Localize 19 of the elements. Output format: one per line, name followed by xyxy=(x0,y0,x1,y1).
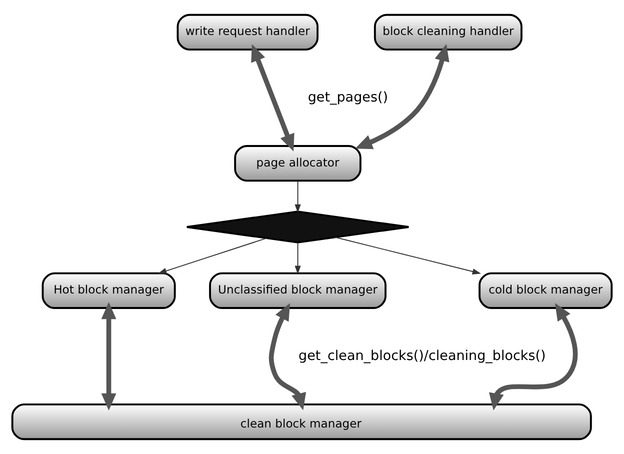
arrow xyxy=(158,238,268,274)
node-box: Hot block manager xyxy=(42,272,176,309)
node-box: write request handler xyxy=(176,14,318,51)
node-box: Unclassified block manager xyxy=(209,272,386,309)
arrow xyxy=(101,302,116,410)
label: get_clean_blocks()/cleaning_blocks() xyxy=(298,348,546,364)
arrow xyxy=(355,44,450,150)
node-diamond xyxy=(186,210,410,244)
arrow xyxy=(334,236,482,274)
arrow xyxy=(268,303,306,410)
node-box: cold block manager xyxy=(478,272,613,309)
label: get_pages() xyxy=(308,89,388,106)
arrow xyxy=(294,242,301,274)
node-box: page allocator xyxy=(234,145,362,182)
arrow xyxy=(251,44,294,152)
arrow xyxy=(489,303,578,410)
node-box: clean block manager xyxy=(11,403,592,440)
node-box: block cleaning handler xyxy=(374,14,522,51)
arrow xyxy=(294,180,301,214)
